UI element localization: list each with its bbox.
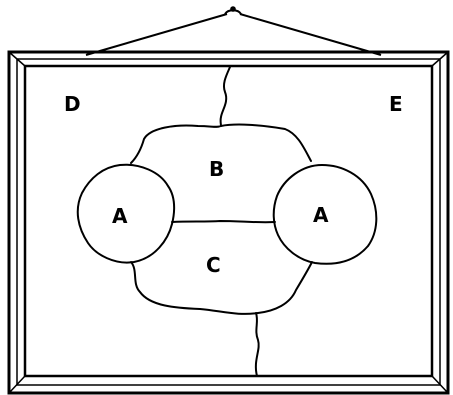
label-d: D — [64, 92, 81, 116]
border-top-divider — [221, 67, 230, 126]
cord-loop — [225, 10, 241, 14]
label-a-left: A — [112, 204, 128, 228]
label-b: B — [209, 157, 224, 181]
label-a-right: A — [313, 203, 329, 227]
border-bottom-divider — [256, 313, 259, 376]
label-e: E — [389, 92, 403, 116]
label-c: C — [206, 253, 221, 277]
cord-left — [86, 14, 227, 55]
border-b-c — [172, 221, 275, 222]
hanging-cord — [86, 6, 381, 55]
border-region-c — [131, 262, 312, 314]
cord-right — [240, 14, 381, 55]
